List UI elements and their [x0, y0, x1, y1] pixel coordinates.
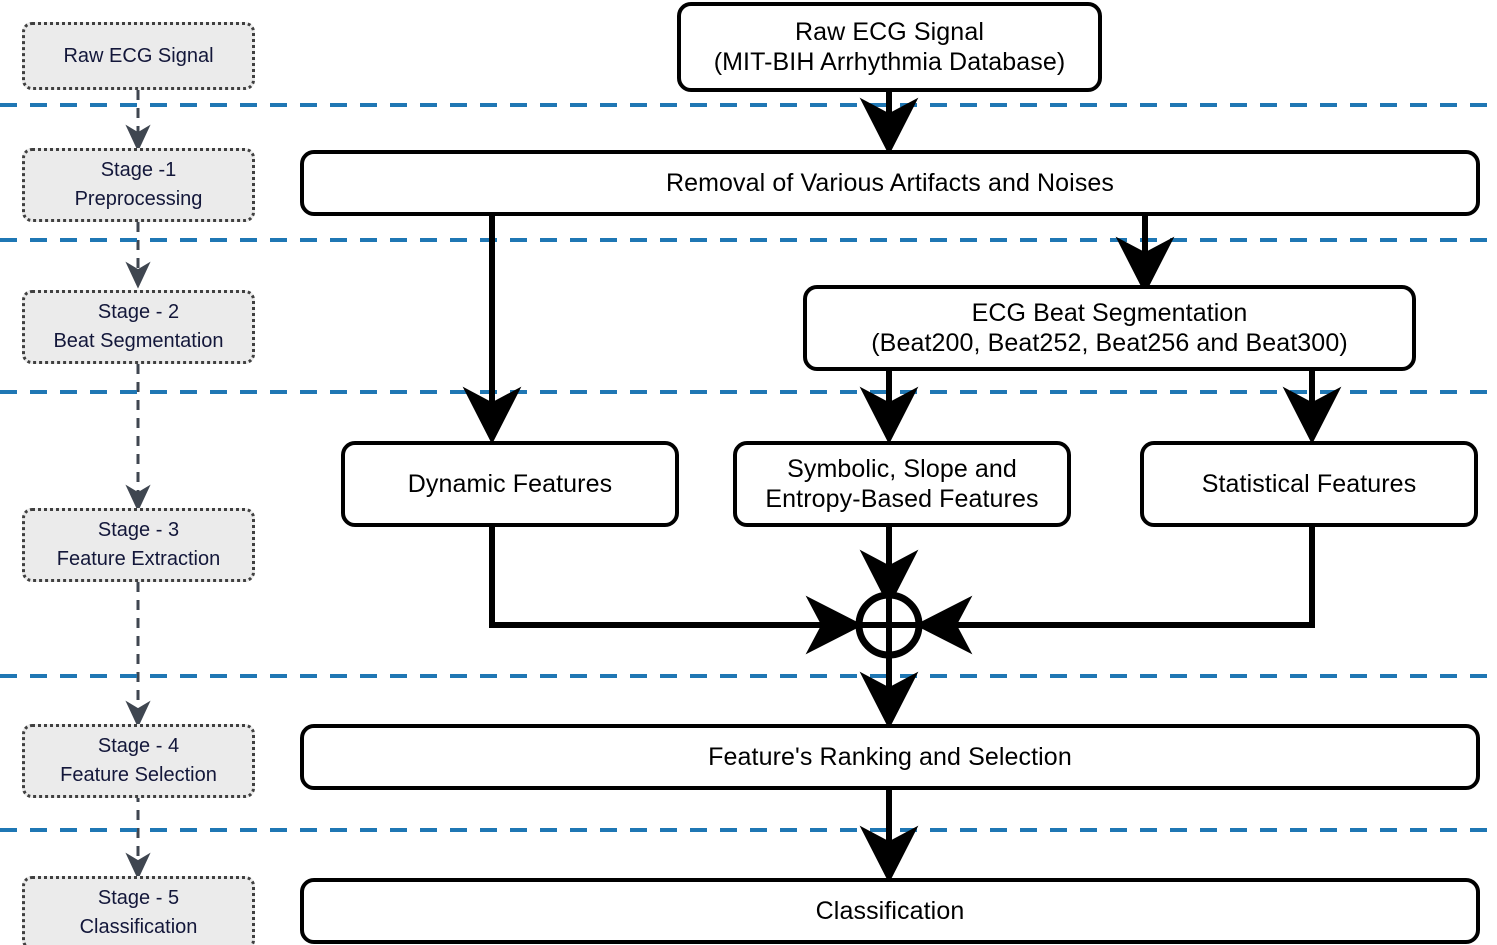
- node-line1: Feature's Ranking and Selection: [708, 742, 1072, 771]
- stage-label-line2: Preprocessing: [74, 188, 203, 210]
- stage-label-line1: Stage - 2: [97, 301, 180, 323]
- node-classification[interactable]: Classification: [300, 878, 1480, 944]
- node-line1: Raw ECG Signal: [795, 17, 984, 46]
- stage-label-stage-1[interactable]: Stage -1 Preprocessing: [22, 148, 255, 222]
- edge-statistical-to-junction: [914, 527, 1315, 655]
- stage-label-line2: Feature Selection: [60, 764, 217, 786]
- stage-label-line1: Stage - 4: [97, 735, 180, 757]
- node-line1: ECG Beat Segmentation: [971, 298, 1248, 327]
- stage-label-line2: Beat Segmentation: [53, 330, 224, 352]
- stage-label-line1: Stage - 3: [97, 519, 180, 541]
- node-raw-ecg-signal[interactable]: Raw ECG Signal (MIT-BIH Arrhythmia Datab…: [677, 2, 1102, 92]
- node-line1: Dynamic Features: [407, 469, 613, 498]
- stage-label-stage-2[interactable]: Stage - 2 Beat Segmentation: [22, 290, 255, 364]
- stage-label-stage-3[interactable]: Stage - 3 Feature Extraction: [22, 508, 255, 582]
- node-ecg-beat-segmentation[interactable]: ECG Beat Segmentation (Beat200, Beat252,…: [803, 285, 1416, 371]
- stage-label-line2: Feature Extraction: [56, 548, 221, 570]
- edge-dynamic-to-junction: [489, 527, 864, 655]
- node-line1: Classification: [815, 896, 965, 925]
- summation-node: [855, 591, 923, 659]
- node-feature-ranking-and-selection[interactable]: Feature's Ranking and Selection: [300, 724, 1480, 790]
- node-symbolic-slope-entropy-features[interactable]: Symbolic, Slope and Entropy-Based Featur…: [733, 441, 1071, 527]
- node-removal-of-artifacts[interactable]: Removal of Various Artifacts and Noises: [300, 150, 1480, 216]
- stage-label-line1: Raw ECG Signal: [63, 44, 214, 67]
- node-line1: Removal of Various Artifacts and Noises: [665, 168, 1115, 197]
- stage-label-line1: Stage -1: [100, 159, 177, 181]
- stage-label-raw-ecg[interactable]: Raw ECG Signal: [22, 22, 255, 90]
- node-line1: Symbolic, Slope and: [787, 454, 1017, 483]
- node-statistical-features[interactable]: Statistical Features: [1140, 441, 1478, 527]
- stage-label-stage-5[interactable]: Stage - 5 Classification: [22, 876, 255, 945]
- stage-label-line1: Stage - 5: [97, 887, 180, 909]
- stage-label-stage-4[interactable]: Stage - 4 Feature Selection: [22, 724, 255, 798]
- node-dynamic-features[interactable]: Dynamic Features: [341, 441, 679, 527]
- node-line2: (MIT-BIH Arrhythmia Database): [713, 48, 1066, 76]
- stage-label-line2: Classification: [79, 916, 198, 938]
- node-line2: Entropy-Based Features: [765, 485, 1039, 513]
- node-line2: (Beat200, Beat252, Beat256 and Beat300): [871, 329, 1348, 357]
- node-line1: Statistical Features: [1201, 469, 1417, 498]
